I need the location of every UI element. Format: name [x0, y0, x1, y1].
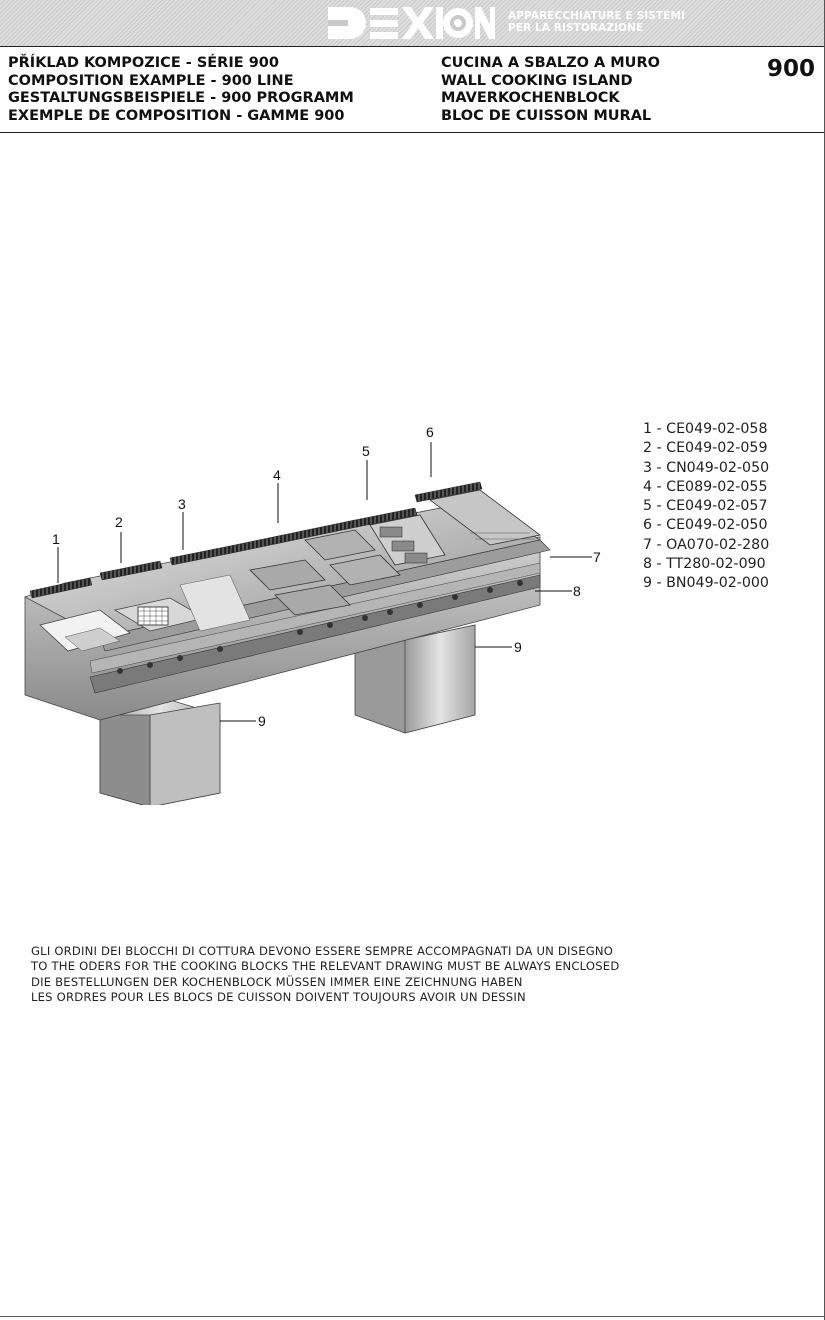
dexion-logo: [326, 3, 496, 43]
title-french: EXEMPLE DE COMPOSITION - GAMME 900: [8, 107, 345, 124]
note-german: DIE BESTELLUNGEN DER KOCHENBLOCK MÜSSEN …: [31, 974, 523, 989]
product-titles: CUCINA A SBALZO A MURO WALL COOKING ISLA…: [441, 55, 660, 125]
title-german: GESTALTUNGSBEISPIELE - 900 PROGRAMM: [8, 90, 354, 107]
plinth-left: [99, 699, 221, 805]
cooking-island-drawing: 1 2 3 4 5 6 7 8 9 9: [24, 424, 601, 805]
callout-6: 6: [426, 424, 434, 440]
product-title-french: BLOC DE CUISSON MURAL: [441, 107, 652, 124]
callout-9-left: 9: [258, 713, 266, 729]
product-title-german: MAVERKOCHENBLOCK: [441, 90, 620, 107]
ordering-notes: GLI ORDINI DEI BLOCCHI DI COTTURA DEVONO…: [31, 944, 619, 1005]
note-italian: GLI ORDINI DEI BLOCCHI DI COTTURA DEVONO…: [31, 944, 614, 958]
tagline-line-1: APPARECCHIATURE E SISTEMI: [508, 10, 686, 22]
code-item: 9 - BN049-02-000: [643, 575, 769, 592]
code-item: 5 - CE049-02-057: [643, 498, 768, 515]
code-item: 4 - CE089-02-055: [643, 478, 768, 495]
callout-9-right: 9: [514, 639, 522, 655]
callout-8: 8: [573, 583, 581, 599]
callout-1: 1: [52, 531, 60, 547]
composition-titles: PŘÍKLAD KOMPOZICE - SÉRIE 900 COMPOSITIO…: [8, 55, 354, 125]
note-english: TO THE ODERS FOR THE COOKING BLOCKS THE …: [31, 959, 620, 974]
header-bottom-rule: [0, 132, 825, 133]
callout-5: 5: [362, 443, 370, 459]
brand-tagline: APPARECCHIATURE E SISTEMI PER LA RISTORA…: [508, 10, 685, 34]
product-title-english: WALL COOKING ISLAND: [441, 72, 633, 89]
product-title-italian: CUCINA A SBALZO A MURO: [441, 55, 660, 71]
brand-banner: APPARECCHIATURE E SISTEMI PER LA RISTORA…: [0, 0, 825, 46]
page-bottom-border: [0, 1316, 825, 1317]
code-item: 6 - CE049-02-050: [643, 517, 768, 534]
code-item: 3 - CN049-02-050: [643, 459, 770, 476]
callout-4: 4: [273, 467, 281, 483]
dexion-logo-graphic: [328, 7, 495, 39]
code-item: 7 - OA070-02-280: [643, 536, 770, 553]
code-item: 2 - CE049-02-059: [643, 440, 768, 457]
component-code-list: 1 - CE049-02-058 2 - CE049-02-059 3 - CN…: [643, 420, 769, 594]
code-item: 1 - CE049-02-058: [643, 421, 768, 437]
note-french: LES ORDRES POUR LES BLOCS DE CUISSON DOI…: [31, 989, 526, 1004]
series-number: 900: [766, 56, 815, 82]
callout-2: 2: [115, 514, 123, 530]
code-item: 8 - TT280-02-090: [643, 556, 766, 573]
callout-3: 3: [178, 496, 186, 512]
tagline-line-2: PER LA RISTORAZIONE: [508, 22, 644, 34]
title-czech: PŘÍKLAD KOMPOZICE - SÉRIE 900: [8, 55, 279, 71]
plinth-right: [354, 624, 476, 734]
title-english: COMPOSITION EXAMPLE - 900 LINE: [8, 72, 294, 89]
header-top-rule: [0, 46, 825, 47]
callout-7: 7: [593, 549, 601, 565]
